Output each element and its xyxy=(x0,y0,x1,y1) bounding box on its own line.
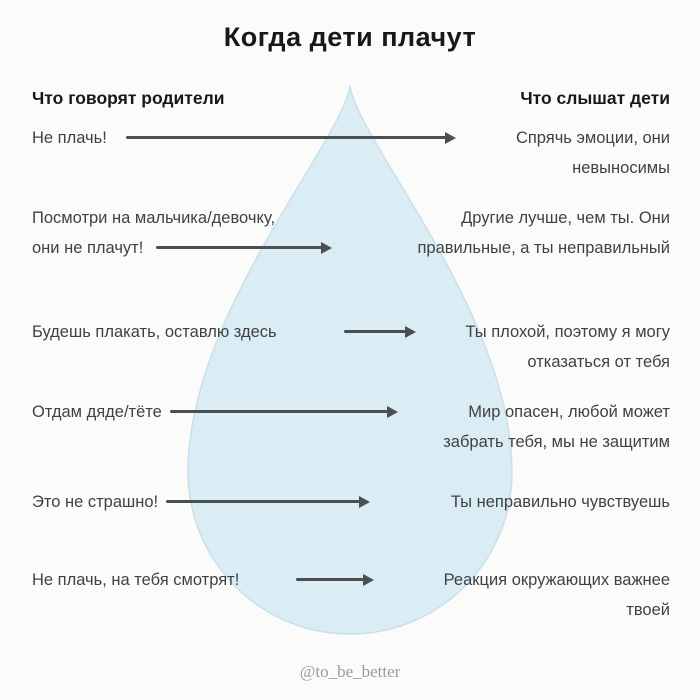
arrow-right-icon xyxy=(156,246,322,249)
child-interpretation: Мир опасен, любой может забрать тебя, мы… xyxy=(443,403,670,451)
arrow-right-icon xyxy=(344,330,406,333)
parent-quote: Не плачь, на тебя смотрят! xyxy=(32,571,240,589)
parent-quote: Отдам дяде/тёте xyxy=(32,403,162,421)
arrow-right-icon xyxy=(170,410,388,413)
arrow-right-icon xyxy=(126,136,446,139)
parents-column-header: Что говорят родители xyxy=(32,88,225,108)
parent-quote: Это не страшно! xyxy=(32,493,159,511)
child-interpretation: Реакция окружающих важнее твоей xyxy=(443,571,670,619)
child-interpretation: Другие лучше, чем ты. Они правильные, а … xyxy=(417,209,670,257)
children-column-header: Что слышат дети xyxy=(520,88,670,108)
page-title: Когда дети плачут xyxy=(223,22,477,52)
account-handle: @to_be_better xyxy=(299,662,401,681)
arrow-right-icon xyxy=(166,500,360,503)
parent-quote: Посмотри на мальчика/девочку, они не пла… xyxy=(32,209,276,257)
arrow-right-icon xyxy=(296,578,364,581)
child-interpretation: Спрячь эмоции, они невыносимы xyxy=(515,129,670,177)
parent-quote: Будешь плакать, оставлю здесь xyxy=(32,323,277,341)
child-interpretation: Ты плохой, поэтому я могу отказаться от … xyxy=(465,323,670,371)
parent-quote: Не плачь! xyxy=(32,129,107,147)
child-interpretation: Ты неправильно чувствуешь xyxy=(450,493,670,511)
